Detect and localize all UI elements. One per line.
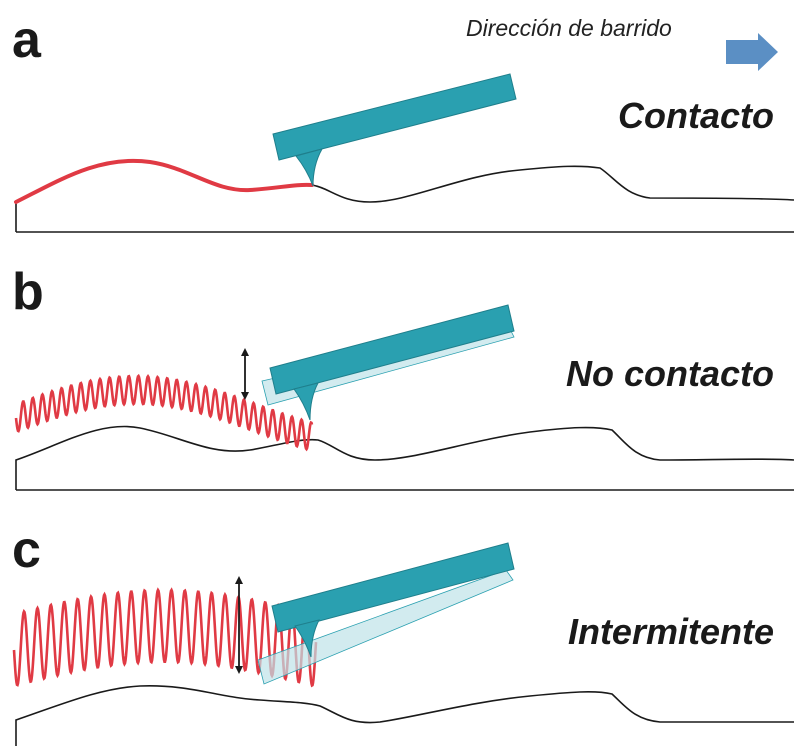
panel-a: [14, 73, 794, 233]
cantilever: [269, 304, 515, 395]
mode-label-intermitente: Intermitente: [567, 611, 774, 652]
sample-surface: [15, 160, 794, 232]
panel-letter-c: c: [12, 521, 41, 579]
cantilever: [271, 542, 515, 633]
probe-tip: [294, 619, 320, 658]
scan-direction-label: Dirección de barrido: [466, 15, 672, 41]
mode-label-contacto: Contacto: [618, 95, 774, 136]
probe-tip: [295, 148, 324, 187]
sample-surface: [15, 425, 794, 490]
panel-c: [12, 542, 794, 746]
probe-tip: [293, 382, 319, 421]
arrow-right-icon: [726, 33, 778, 71]
panel-letter-b: b: [12, 263, 44, 321]
mode-label-no-contacto: No contacto: [565, 353, 774, 394]
panel-b: [14, 304, 794, 491]
panel-letter-a: a: [12, 11, 41, 69]
cantilever-ghost: [257, 569, 514, 685]
tip-trace: [14, 373, 314, 452]
tip-trace: [14, 158, 314, 204]
cantilever: [272, 73, 517, 161]
tip-trace: [12, 587, 318, 688]
sample-surface: [15, 685, 794, 746]
